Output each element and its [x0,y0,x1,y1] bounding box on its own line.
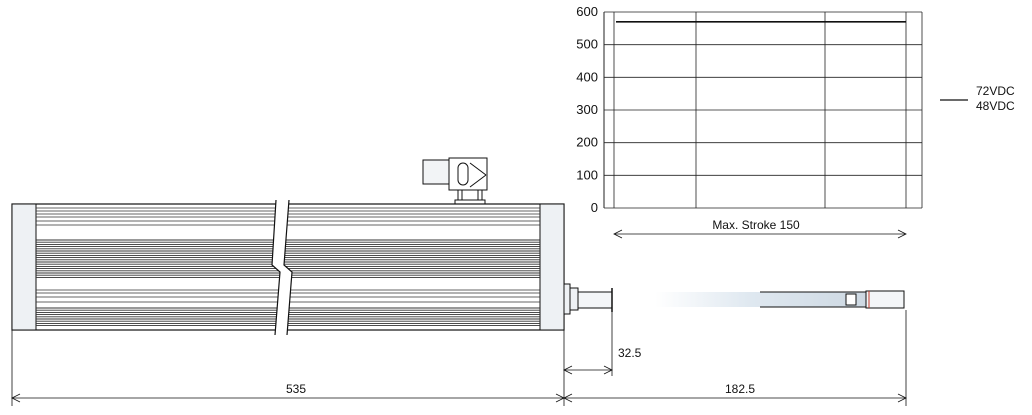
actuator-body [11,199,565,336]
rod-end-retracted [563,283,613,315]
body-length-label: 535 [286,382,306,396]
rod-length-label: 182.5 [725,382,755,396]
y-tick-label: 600 [576,4,598,19]
legend-entry: 48VDC [976,99,1015,113]
y-tick-label: 0 [591,200,598,215]
legend-entry: 72VDC [976,84,1015,98]
rod-extended [655,290,905,309]
body-ribs [36,207,540,327]
max-stroke-label: Max. Stroke 150 [712,218,800,232]
chart-grid [603,11,923,209]
y-tick-label: 500 [576,37,598,52]
offset-dimension-label: 32.5 [618,346,642,360]
dimension-lines [11,229,907,406]
y-tick-label: 200 [576,135,598,150]
break-symbol [271,199,293,336]
connector [422,157,488,206]
y-tick-label: 400 [576,69,598,84]
y-axis-ticks: 600 500 400 300 200 100 0 [576,4,598,215]
y-tick-label: 100 [576,167,598,182]
y-tick-label: 300 [576,102,598,117]
